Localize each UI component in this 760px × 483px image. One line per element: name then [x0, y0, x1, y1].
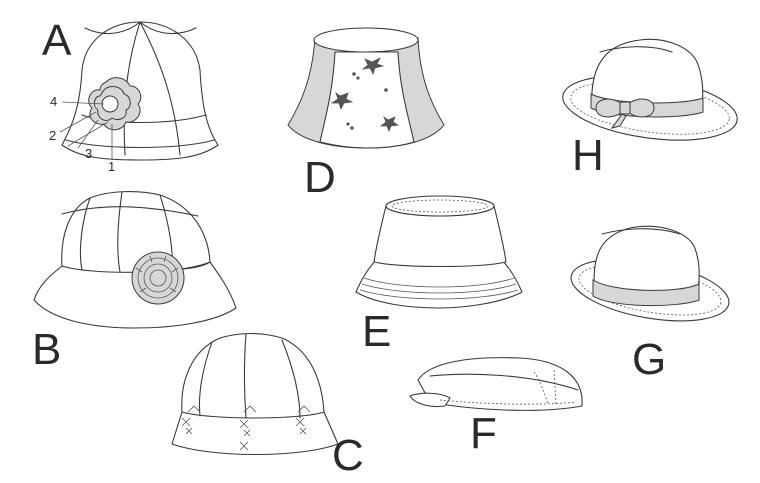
hat-a: 4 2 3 1 A — [42, 16, 219, 174]
flower-trim-a — [88, 77, 142, 131]
label-b: B — [32, 325, 61, 374]
hat-b: B — [32, 191, 237, 374]
hat-f: F — [409, 357, 583, 458]
hat-g: G — [570, 225, 730, 384]
label-d: D — [304, 153, 336, 202]
label-e: E — [362, 307, 391, 356]
callout-3: 3 — [85, 146, 92, 161]
label-h: H — [572, 131, 604, 180]
callout-4: 4 — [50, 94, 57, 109]
callout-1: 1 — [108, 159, 115, 174]
callout-2: 2 — [49, 128, 56, 143]
label-c: C — [332, 431, 364, 480]
embroidery-motifs — [330, 57, 400, 133]
label-a: A — [42, 16, 72, 65]
label-g: G — [632, 335, 666, 384]
label-f: F — [470, 409, 497, 458]
hat-d: D — [287, 27, 445, 202]
hat-c: C — [171, 332, 364, 480]
lacing-c — [181, 405, 311, 451]
flower-trim-b — [131, 251, 185, 305]
hat-e: E — [355, 195, 523, 356]
bow-h — [595, 98, 655, 129]
hat-h: H — [562, 38, 738, 180]
